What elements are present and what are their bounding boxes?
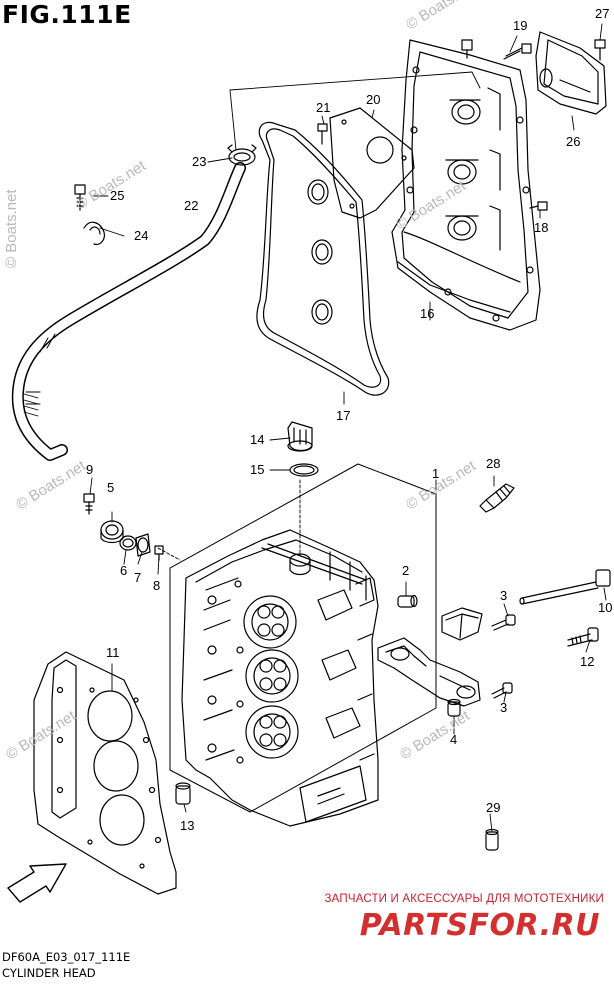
callout-3-lower: 3 xyxy=(500,700,507,715)
cap-part-26 xyxy=(535,31,607,115)
callout-28: 28 xyxy=(486,456,500,471)
dowel-part-13 xyxy=(175,782,191,805)
bracket-part xyxy=(441,607,483,641)
callout-11: 11 xyxy=(106,645,120,660)
callout-4: 4 xyxy=(450,732,457,747)
bolt-part-10 xyxy=(519,569,611,605)
watermark: © Boats.net xyxy=(13,457,89,514)
callout-14: 14 xyxy=(250,432,264,447)
figure-caption: CYLINDER HEAD xyxy=(2,966,96,980)
leader-lines xyxy=(89,23,607,833)
spark-plug-part-28 xyxy=(479,483,515,513)
callout-29: 29 xyxy=(486,800,500,815)
bolt-part-21 xyxy=(317,123,328,145)
callout-19: 19 xyxy=(513,18,527,33)
fwd-arrow xyxy=(7,863,67,903)
callout-12: 12 xyxy=(580,654,594,669)
callout-20: 20 xyxy=(366,92,380,107)
filler-cap-part-14 xyxy=(287,421,313,452)
callout-5: 5 xyxy=(107,480,114,495)
callout-numbers: 1 2 3 3 4 5 6 7 8 9 10 11 12 13 14 15 16… xyxy=(86,6,612,833)
gasket-part-17 xyxy=(256,121,390,396)
watermark: © Boats.net xyxy=(403,0,479,33)
cap-part-5 xyxy=(100,520,124,544)
callout-25: 25 xyxy=(110,188,124,203)
callout-15: 15 xyxy=(250,462,264,477)
watermarks: © Boats.net © Boats.net © Boats.net © Bo… xyxy=(3,0,479,763)
callout-7: 7 xyxy=(134,570,141,585)
camshaft-holder-part xyxy=(377,637,481,707)
bolt-part-12 xyxy=(567,627,599,647)
clamp-part-23 xyxy=(227,144,257,166)
promo-line: ЗАПЧАСТИ И АКСЕССУАРЫ ДЛЯ МОТОТЕХНИКИ xyxy=(324,893,604,905)
callout-9: 9 xyxy=(86,462,93,477)
callout-8: 8 xyxy=(153,578,160,593)
callout-18: 18 xyxy=(534,220,548,235)
callout-1: 1 xyxy=(432,466,439,481)
valve-part-7 xyxy=(135,533,151,557)
cover-plate-part-20 xyxy=(329,107,415,219)
watermark: © Boats.net xyxy=(403,457,479,514)
watermark: © Boats.net xyxy=(3,707,79,764)
bolt-part-3-lower xyxy=(491,682,513,699)
bolt-part-27 xyxy=(594,39,606,61)
pipe-part-2 xyxy=(397,594,418,608)
watermark: © Boats.net xyxy=(397,707,473,764)
bolt-part-3-upper xyxy=(491,614,516,631)
callout-13: 13 xyxy=(180,818,194,833)
promo-brand: PARTSFOR.RU xyxy=(359,908,600,943)
bolt-part-19 xyxy=(503,43,532,60)
callout-21: 21 xyxy=(316,100,330,115)
bolt-part-25 xyxy=(74,184,86,211)
head-cover-part-16 xyxy=(391,39,541,331)
callout-27: 27 xyxy=(595,6,609,21)
callout-26: 26 xyxy=(566,134,580,149)
bolt-part-18 xyxy=(529,201,548,211)
o-ring-part-15 xyxy=(289,463,319,477)
watermark: © Boats.net xyxy=(3,189,20,268)
figure-title: FIG.111E xyxy=(2,0,132,29)
callout-17: 17 xyxy=(336,408,350,423)
callout-6: 6 xyxy=(120,563,127,578)
callout-2: 2 xyxy=(402,563,409,578)
figure-code: DF60A_E03_017_111E xyxy=(2,950,131,964)
dowel-part-29 xyxy=(485,828,499,851)
cylinder-head-part-1 xyxy=(169,463,437,827)
callout-22: 22 xyxy=(184,198,198,213)
callout-3-upper: 3 xyxy=(500,588,507,603)
callout-10: 10 xyxy=(598,600,612,615)
hose-part-22 xyxy=(11,162,246,461)
callout-16: 16 xyxy=(420,306,434,321)
head-gasket-part-11 xyxy=(33,651,177,895)
callout-23: 23 xyxy=(192,154,206,169)
bolt-part-9 xyxy=(83,493,95,515)
clip-part-24 xyxy=(83,221,105,245)
gasket-part-6 xyxy=(119,535,137,551)
callout-24: 24 xyxy=(134,228,148,243)
